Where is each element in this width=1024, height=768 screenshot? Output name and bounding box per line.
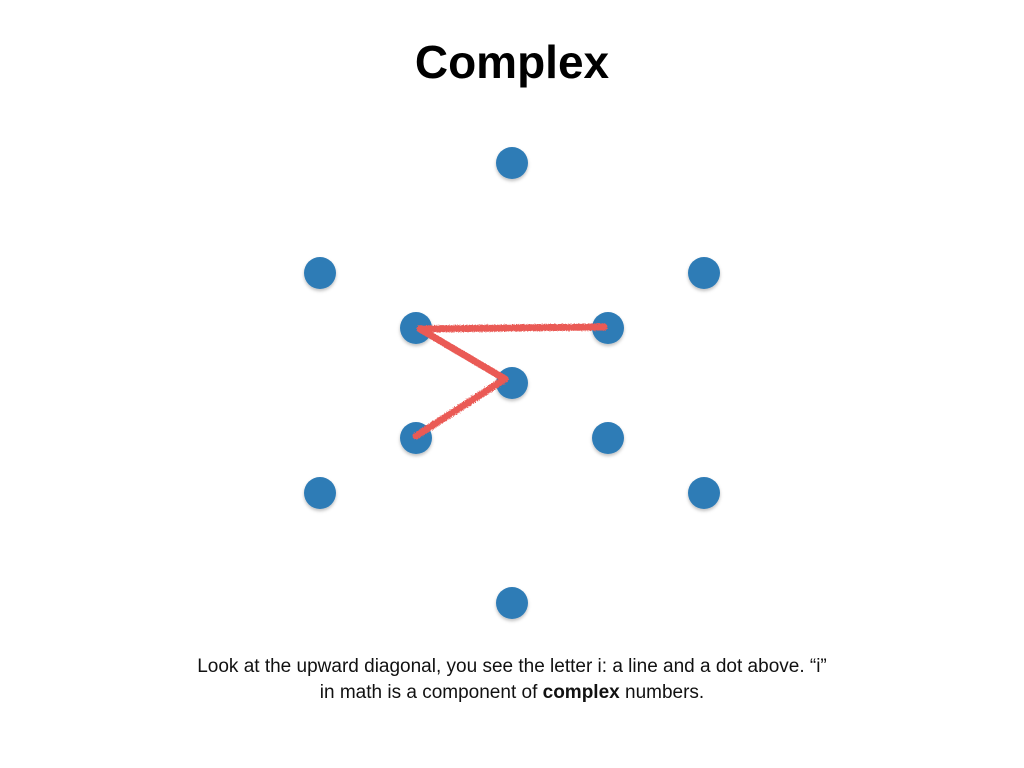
dot-inner-upper-left xyxy=(400,312,432,344)
slide-caption: Look at the upward diagonal, you see the… xyxy=(112,654,912,706)
dot-inner-upper-right xyxy=(592,312,624,344)
caption-line-2-end: numbers. xyxy=(619,682,705,703)
dots xyxy=(304,147,720,619)
dot-bottom xyxy=(496,587,528,619)
caption-line-1: Look at the upward diagonal, you see the… xyxy=(197,656,827,677)
hand-drawn-stroke xyxy=(412,323,608,440)
dot-outer-lower-left xyxy=(304,477,336,509)
dot-outer-upper-left xyxy=(304,257,336,289)
dot-outer-upper-right xyxy=(688,257,720,289)
dot-inner-lower-right xyxy=(592,422,624,454)
slide-title: Complex xyxy=(414,36,610,88)
caption-bold-term: complex xyxy=(542,682,620,703)
caption-line-2-start: in math is a component of xyxy=(319,682,543,703)
dot-outer-lower-right xyxy=(688,477,720,509)
dot-top xyxy=(496,147,528,179)
